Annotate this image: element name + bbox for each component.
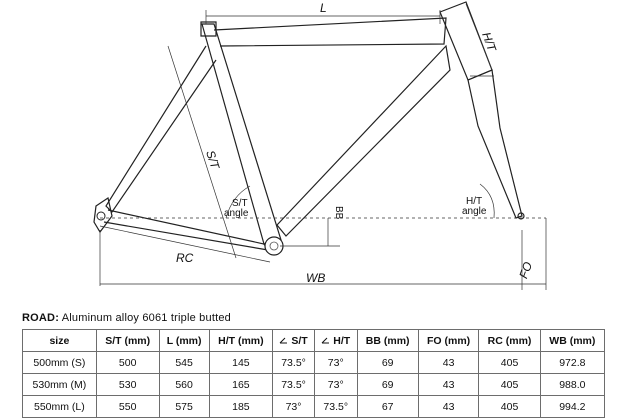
label-wb: WB xyxy=(306,271,325,285)
cell-st: 530 xyxy=(95,373,160,396)
angle-icon xyxy=(321,337,330,343)
cell-size: 550mm (L) xyxy=(22,395,97,418)
table-header-row: size S/T (mm) L (mm) H/T (mm) S/T H/T BB… xyxy=(22,329,606,352)
cell-wb: 994.2 xyxy=(539,395,606,418)
header-size: size xyxy=(22,329,97,352)
cell-ht: 185 xyxy=(208,395,274,418)
cell-ht-angle: 73° xyxy=(313,351,358,374)
cell-ht-angle: 73° xyxy=(313,373,358,396)
header-l: L (mm) xyxy=(158,329,210,352)
cell-ht: 165 xyxy=(208,373,274,396)
label-rc: RC xyxy=(176,251,194,265)
cell-rc: 405 xyxy=(478,351,541,374)
cell-bb: 69 xyxy=(356,373,419,396)
geometry-table: size S/T (mm) L (mm) H/T (mm) S/T H/T BB… xyxy=(22,329,606,418)
cell-st-angle: 73.5° xyxy=(272,351,315,374)
cell-rc: 405 xyxy=(478,395,541,418)
label-ht-angle-top: H/T xyxy=(466,196,482,207)
label-l: L xyxy=(320,1,327,15)
dimension-lines xyxy=(99,3,547,290)
cell-wb: 988.0 xyxy=(539,373,606,396)
header-ht-angle: H/T xyxy=(313,329,358,352)
header-ht-angle-label: H/T xyxy=(333,334,351,347)
cell-l: 545 xyxy=(158,351,210,374)
bottom-bracket xyxy=(264,236,284,256)
cell-size: 500mm (S) xyxy=(22,351,97,374)
cell-bb: 69 xyxy=(356,351,419,374)
header-fo: FO (mm) xyxy=(417,329,480,352)
cell-l: 575 xyxy=(158,395,210,418)
table-row: 530mm (M) 530 560 165 73.5° 73° 69 43 40… xyxy=(22,373,606,396)
cell-st-angle: 73° xyxy=(272,395,315,418)
header-st-length: S/T (mm) xyxy=(95,329,160,352)
frame-geometry-diagram: L H/T S/T S/T angle H/T angle BB RC WB F… xyxy=(93,1,547,290)
cell-bb: 67 xyxy=(356,395,419,418)
cell-st-angle: 73.5° xyxy=(272,373,315,396)
cell-st: 500 xyxy=(95,351,160,374)
header-ht-length: H/T (mm) xyxy=(208,329,274,352)
spec-caption: ROAD: Aluminum alloy 6061 triple butted xyxy=(22,312,231,324)
header-st-angle-label: S/T xyxy=(291,334,308,347)
cell-st: 550 xyxy=(95,395,160,418)
cell-ht: 145 xyxy=(208,351,274,374)
header-rc: RC (mm) xyxy=(478,329,541,352)
label-fo: FO xyxy=(516,260,535,280)
cell-rc: 405 xyxy=(478,373,541,396)
cell-fo: 43 xyxy=(417,373,480,396)
table-row: 500mm (S) 500 545 145 73.5° 73° 69 43 40… xyxy=(22,351,606,374)
header-bb: BB (mm) xyxy=(356,329,419,352)
label-ht-angle-bottom: angle xyxy=(462,206,487,217)
rear-axle xyxy=(96,211,106,221)
caption-model: ROAD: xyxy=(22,312,60,324)
label-bb: BB xyxy=(333,206,344,220)
header-wb: WB (mm) xyxy=(539,329,606,352)
cell-fo: 43 xyxy=(417,351,480,374)
cell-size: 530mm (M) xyxy=(22,373,97,396)
label-st: S/T xyxy=(203,149,223,173)
caption-material: Aluminum alloy 6061 triple butted xyxy=(61,312,231,324)
table-row: 550mm (L) 550 575 185 73° 73.5° 67 43 40… xyxy=(22,395,606,418)
label-st-angle-bottom: angle xyxy=(224,208,249,219)
frame-outline xyxy=(93,1,525,251)
cell-fo: 43 xyxy=(417,395,480,418)
label-st-angle-top: S/T xyxy=(232,198,248,209)
cell-ht-angle: 73.5° xyxy=(313,395,358,418)
angle-icon xyxy=(280,337,288,343)
cell-l: 560 xyxy=(158,373,210,396)
header-st-angle: S/T xyxy=(272,329,315,352)
label-ht: H/T xyxy=(479,30,499,55)
cell-wb: 972.8 xyxy=(539,351,606,374)
